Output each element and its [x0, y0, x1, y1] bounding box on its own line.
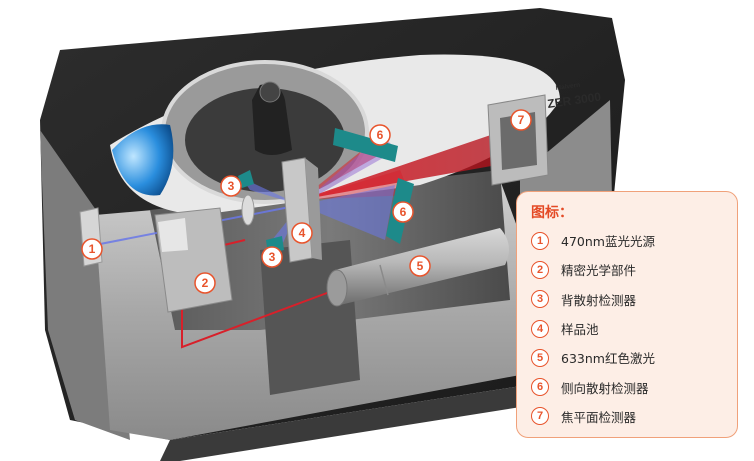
callout-marker-number: 2	[202, 276, 209, 290]
legend-number-badge: 4	[531, 319, 549, 338]
callout-marker: 1	[81, 238, 103, 260]
callout-marker: 3	[261, 246, 283, 268]
callout-marker-circle	[261, 246, 283, 268]
legend-number-badge: 2	[531, 260, 549, 279]
legend-item: 1 470nm蓝光光源	[531, 226, 737, 255]
legend-item: 2 精密光学部件	[531, 255, 737, 284]
callout-marker-number: 7	[518, 113, 525, 127]
callout-marker-number: 6	[377, 128, 384, 142]
legend-label: 精密光学部件	[561, 263, 637, 279]
legend-item: 6 侧向散射检测器	[531, 372, 737, 401]
focal-plane-detector	[487, 94, 549, 186]
brand-text: Malvern	[555, 82, 580, 92]
legend-number-badge: 6	[531, 378, 549, 397]
callout-marker-number: 3	[228, 179, 235, 193]
legend-panel: 图标： 1 470nm蓝光光源 2 精密光学部件 3 背散射检测器 4 样品池 5 633nm红色…	[516, 191, 738, 438]
callout-marker-circle	[291, 222, 313, 244]
callout-marker: 7	[510, 109, 532, 131]
legend-label: 侧向散射检测器	[561, 380, 649, 396]
legend-number-badge: 5	[531, 348, 549, 367]
legend-item: 7 焦平面检测器	[531, 402, 737, 431]
legend-number-badge: 3	[531, 290, 549, 309]
callout-marker-number: 3	[269, 250, 276, 264]
legend-number-badge: 7	[531, 407, 549, 426]
callout-marker: 5	[409, 255, 431, 277]
callout-marker-number: 6	[400, 205, 407, 219]
legend-item: 4 样品池	[531, 314, 737, 343]
callout-marker-number: 5	[417, 259, 424, 273]
callout-marker-circle	[409, 255, 431, 277]
callout-marker-circle	[510, 109, 532, 131]
callout-marker-number: 1	[89, 242, 96, 256]
callout-marker-circle	[81, 238, 103, 260]
callout-marker-circle	[220, 175, 242, 197]
callout-marker-circle	[369, 124, 391, 146]
legend-label: 焦平面检测器	[561, 409, 637, 425]
callout-markers: 1 2 3 3 4 5 6 6 7	[81, 109, 532, 294]
legend-item: 5 633nm红色激光	[531, 343, 737, 372]
legend-label: 背散射检测器	[561, 292, 637, 308]
side-detector-upper	[333, 128, 398, 162]
legend-item: 3 背散射检测器	[531, 285, 737, 314]
callout-marker: 3	[220, 175, 242, 197]
red-laser-path	[181, 125, 525, 349]
callout-marker: 4	[291, 222, 313, 244]
callout-marker: 6	[369, 124, 391, 146]
callout-marker: 2	[194, 272, 216, 294]
backscatter-detector-upper	[238, 170, 254, 188]
legend-title: 图标：	[531, 204, 573, 220]
legend-label: 470nm蓝光光源	[561, 234, 655, 250]
legend-label: 633nm红色激光	[561, 351, 655, 367]
callout-marker-circle	[392, 201, 414, 223]
callout-marker-number: 4	[299, 226, 306, 240]
backscatter-lens	[241, 194, 255, 226]
legend-number-badge: 1	[531, 231, 549, 250]
callout-marker-circle	[194, 272, 216, 294]
precision-optics-block	[154, 207, 233, 313]
callout-marker: 6	[392, 201, 414, 223]
legend-label: 样品池	[561, 322, 599, 338]
